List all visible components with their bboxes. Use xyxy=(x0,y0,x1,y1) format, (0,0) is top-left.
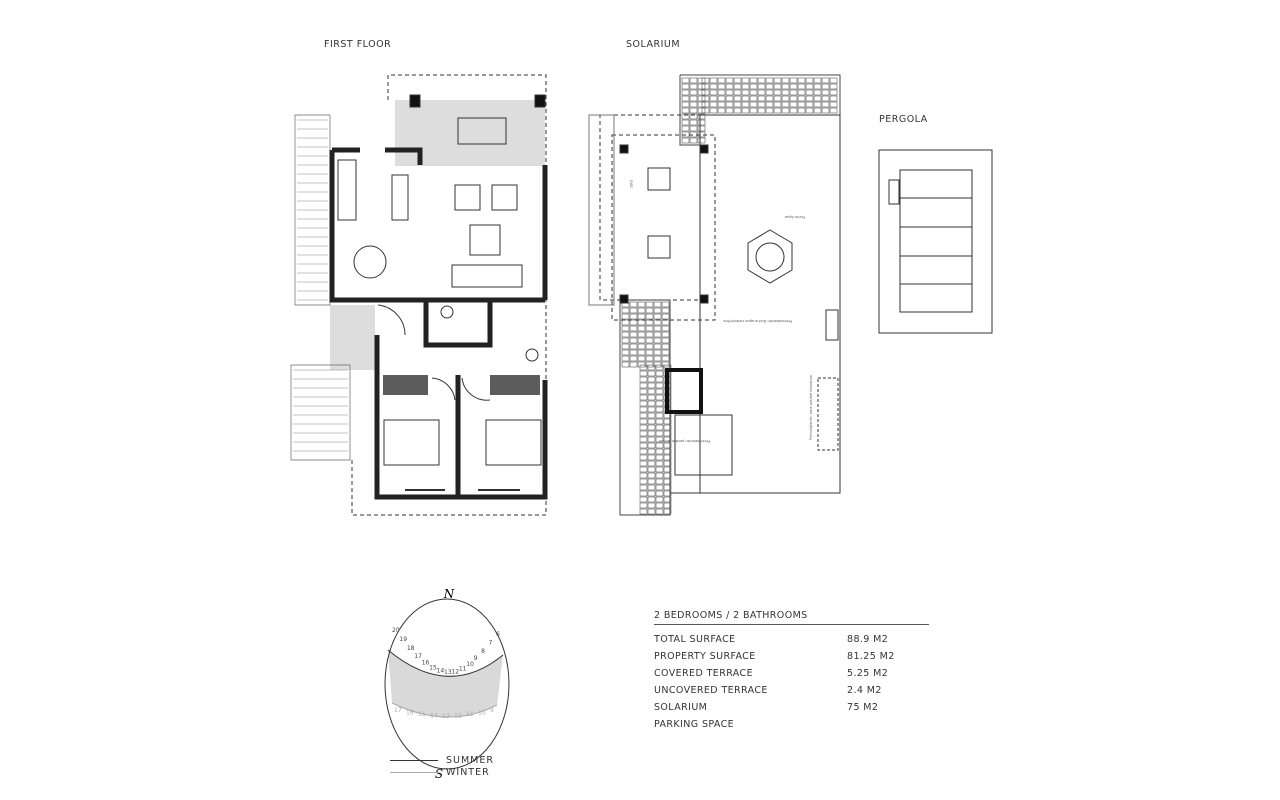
south-label: S xyxy=(435,767,443,781)
hour-label: 8 xyxy=(481,648,485,655)
spec-label: PARKING SPACE xyxy=(654,719,735,730)
pergola-title: PERGOLA xyxy=(879,114,928,125)
first-floor-plan xyxy=(290,74,548,516)
spec-value: 75 M2 xyxy=(847,702,879,713)
summer-label: SUMMER xyxy=(446,754,494,766)
water-point-note: Punto Agua xyxy=(785,215,805,219)
solarium-plan xyxy=(588,74,841,516)
spec-label: SOLARIUM xyxy=(654,702,708,713)
spec-row: SOLARIUM 75 M2 xyxy=(654,699,929,716)
hour-label: 14 xyxy=(437,668,445,675)
shower-note: Preinstalación Ducha agua caliente/fría xyxy=(723,319,792,323)
hour-label: 9 xyxy=(490,707,494,714)
north-label: N xyxy=(443,587,455,601)
hour-label: 14 xyxy=(430,713,438,720)
spec-value: 81.25 M2 xyxy=(847,651,895,662)
spec-value: 2.4 M2 xyxy=(847,685,882,696)
spec-row: PARKING SPACE xyxy=(654,716,929,733)
summer-line xyxy=(390,759,438,761)
hour-label: 15 xyxy=(418,711,426,718)
hour-label: 16 xyxy=(406,709,414,716)
hour-label: 17 xyxy=(394,707,402,714)
spec-label: PROPERTY SURFACE xyxy=(654,651,756,662)
hour-label: 9 xyxy=(474,655,478,662)
hour-label: 12 xyxy=(454,713,462,720)
hour-label: 18 xyxy=(407,645,415,652)
spec-label: UNCOVERED TERRACE xyxy=(654,685,768,696)
spec-heading: 2 BEDROOMS / 2 BATHROOMS xyxy=(654,610,929,625)
barbecue-note: Preinstalación para posible barbacoa xyxy=(809,375,813,440)
hour-label: 15 xyxy=(429,664,437,671)
winter-line xyxy=(390,771,438,773)
hour-label: 6 xyxy=(496,631,500,638)
spec-value: 5.25 M2 xyxy=(847,668,889,679)
hour-label: 13 xyxy=(444,669,452,676)
hour-label: 16 xyxy=(422,659,430,666)
spec-label: TOTAL SURFACE xyxy=(654,634,736,645)
hour-label: 11 xyxy=(459,666,467,673)
hour-label: 20 xyxy=(392,627,400,634)
hour-label: 19 xyxy=(399,636,407,643)
hour-label: 13 xyxy=(442,713,450,720)
hour-label: 7 xyxy=(489,640,493,647)
pergola-plan xyxy=(878,149,993,334)
hour-label: 10 xyxy=(478,709,486,716)
spec-row: PROPERTY SURFACE 81.25 M2 xyxy=(654,648,929,665)
spec-row: COVERED TERRACE 5.25 M2 xyxy=(654,665,929,682)
hour-label: 10 xyxy=(466,661,474,668)
sun-legend: SUMMER WINTER xyxy=(390,754,494,778)
hour-label: 11 xyxy=(466,711,474,718)
specifications-table: 2 BEDROOMS / 2 BATHROOMS TOTAL SURFACE 88… xyxy=(654,610,929,733)
first-floor-title: FIRST FLOOR xyxy=(324,39,392,50)
hour-label: 17 xyxy=(414,653,422,660)
stair-tag: DISC xyxy=(629,180,633,189)
winter-label: WINTER xyxy=(446,766,490,778)
jacuzzi-note: Preinstalación posible jacuzzi xyxy=(659,439,710,443)
spec-label: COVERED TERRACE xyxy=(654,668,753,679)
hour-label: 12 xyxy=(451,668,459,675)
solarium-title: SOLARIUM xyxy=(626,39,681,50)
spec-row: TOTAL SURFACE 88.9 M2 xyxy=(654,631,929,648)
spec-value: 88.9 M2 xyxy=(847,634,889,645)
spec-row: UNCOVERED TERRACE 2.4 M2 xyxy=(654,682,929,699)
